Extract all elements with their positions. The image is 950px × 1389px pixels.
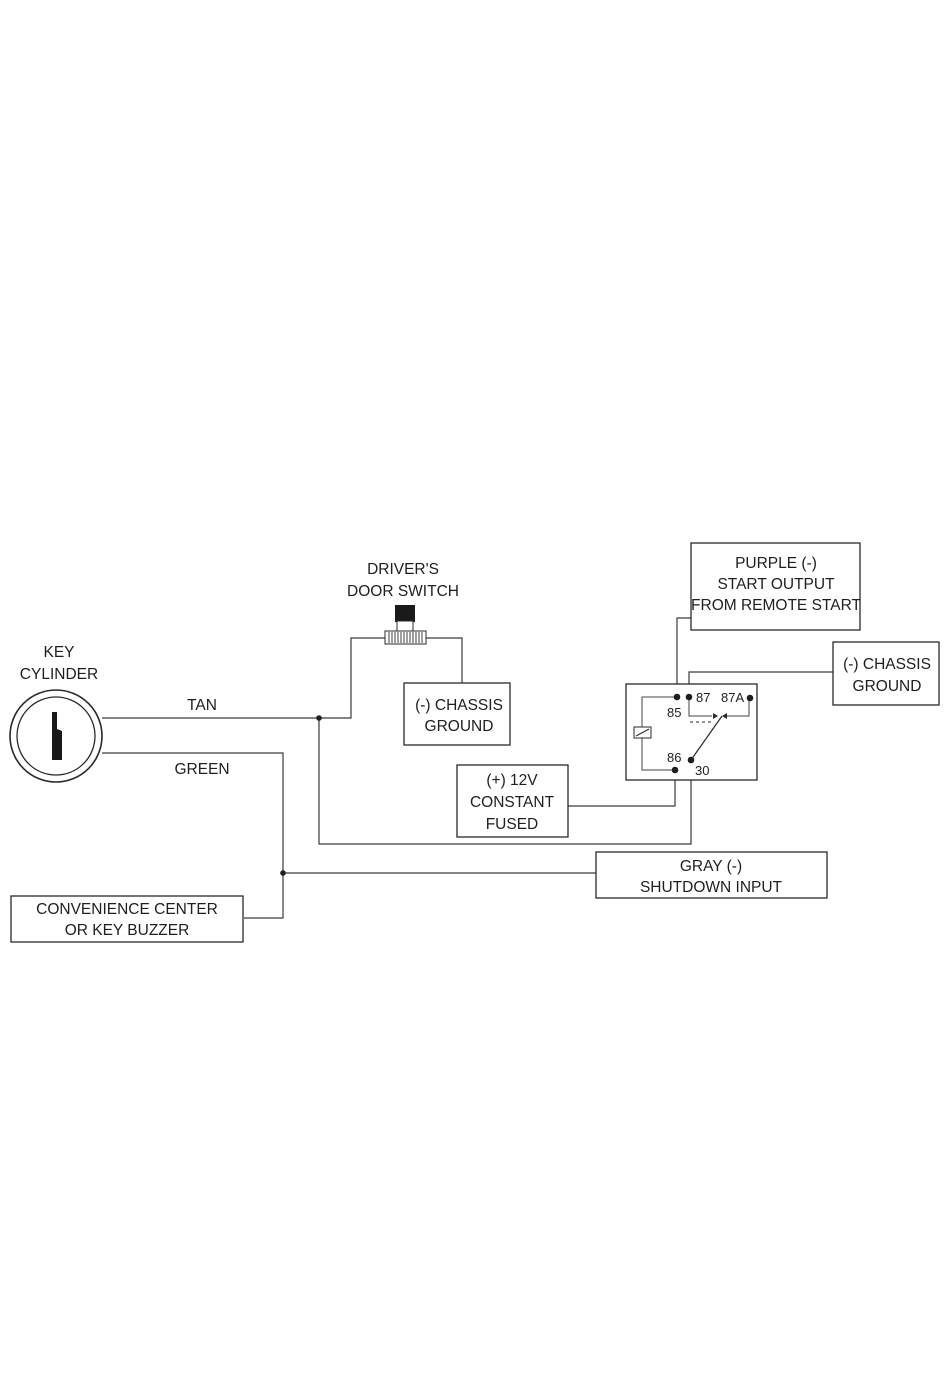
tan-wire-label: TAN	[187, 697, 217, 714]
power-box: (+) 12V CONSTANT FUSED	[457, 765, 568, 837]
purple-label-2: START OUTPUT	[717, 576, 835, 593]
relay-pin-87-label: 87	[696, 690, 710, 705]
purple-label-3: FROM REMOTE START	[691, 597, 861, 614]
gray-label-1: GRAY (-)	[680, 858, 742, 875]
door-switch: DRIVER'S DOOR SWITCH	[347, 561, 459, 644]
relay-pin-30-dot	[688, 757, 695, 764]
convenience-label-1: CONVENIENCE CENTER	[36, 901, 218, 918]
relay: 85 87 87A 86 30	[626, 684, 757, 780]
relay-pin-87a-dot	[747, 695, 754, 702]
tan-junction-dot	[316, 715, 322, 721]
relay-pin-86-dot	[672, 767, 679, 774]
relay-ground-label-2: GROUND	[853, 678, 922, 695]
key-cylinder-label-2: CYLINDER	[20, 666, 98, 683]
door-ground-box: (-) CHASSIS GROUND	[404, 683, 510, 745]
power-label-3: FUSED	[486, 816, 539, 833]
relay-pin-85-dot	[674, 694, 681, 701]
door-ground-label-1: (-) CHASSIS	[415, 697, 503, 714]
purple-start-box: PURPLE (-) START OUTPUT FROM REMOTE STAR…	[691, 543, 861, 630]
door-switch-label-1: DRIVER'S	[367, 561, 439, 578]
convenience-center-box: CONVENIENCE CENTER OR KEY BUZZER	[11, 896, 243, 942]
gray-label-2: SHUTDOWN INPUT	[640, 879, 783, 896]
tan-wire	[102, 638, 385, 718]
relay-pin-86-label: 86	[667, 750, 681, 765]
door-switch-stem	[397, 621, 413, 631]
relay-pin-87a-label: 87A	[721, 690, 744, 705]
purple-label-1: PURPLE (-)	[735, 555, 817, 572]
relay-pin-85-label: 85	[667, 705, 681, 720]
door-switch-base	[385, 631, 426, 644]
door-switch-label-2: DOOR SWITCH	[347, 583, 459, 600]
key-cylinder: KEY CYLINDER	[10, 644, 102, 782]
door-switch-plunger-icon	[395, 605, 415, 622]
relay-ground-label-1: (-) CHASSIS	[843, 656, 931, 673]
door-ground-label-2: GROUND	[425, 718, 494, 735]
power-label-1: (+) 12V	[486, 772, 538, 789]
power-label-2: CONSTANT	[470, 794, 555, 811]
green-wire-label: GREEN	[174, 761, 229, 778]
door-switch-ground-wire	[426, 638, 462, 683]
gray-shutdown-box: GRAY (-) SHUTDOWN INPUT	[596, 852, 827, 898]
key-cylinder-label-1: KEY	[43, 644, 74, 661]
green-junction-dot	[280, 870, 286, 876]
relay-pin-87-dot	[686, 694, 693, 701]
relay-pin-30-label: 30	[695, 763, 709, 778]
relay-ground-box: (-) CHASSIS GROUND	[833, 642, 939, 705]
convenience-label-2: OR KEY BUZZER	[65, 922, 190, 939]
